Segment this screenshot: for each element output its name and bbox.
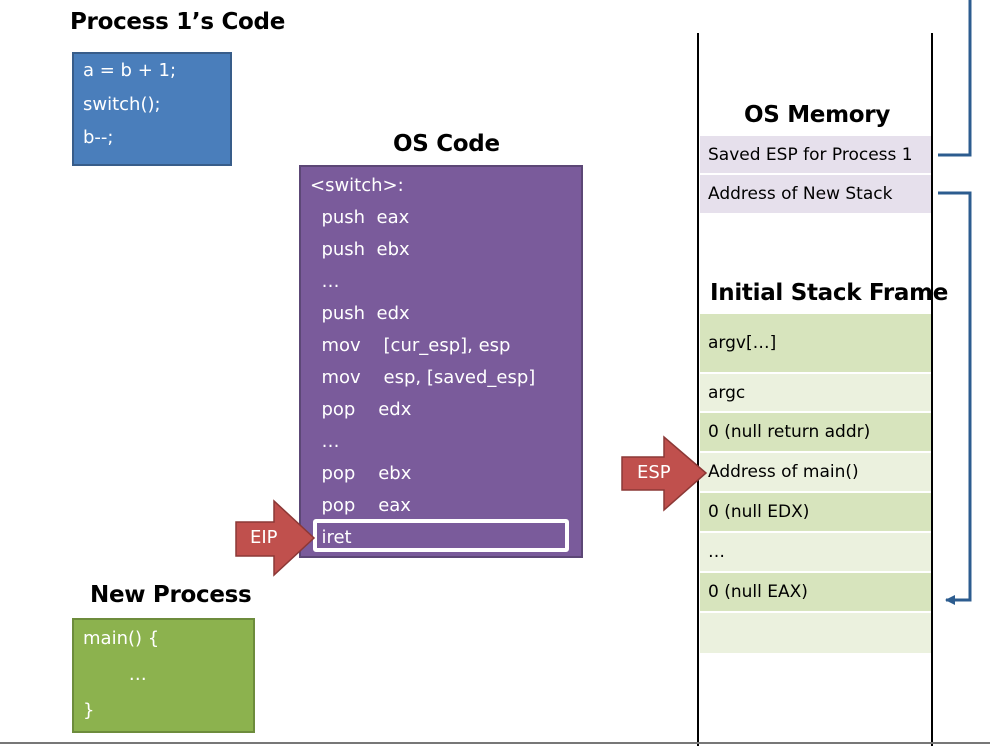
code-line: … <box>310 431 340 452</box>
new-stack-connector <box>938 191 972 605</box>
memory-row-saved-esp: Saved ESP for Process 1 <box>700 136 931 173</box>
code-line: main() { <box>83 628 160 649</box>
os-code-box: <switch>: push eax push ebx … push edx m… <box>299 165 583 558</box>
memory-row-label: Saved ESP for Process 1 <box>708 144 913 165</box>
saved-esp-connector <box>938 0 972 157</box>
code-line: mov [cur_esp], esp <box>310 335 511 356</box>
code-line: } <box>83 700 95 721</box>
stack-row-label: 0 (null return addr) <box>708 422 871 442</box>
memory-row-new-stack: Address of New Stack <box>700 175 931 213</box>
os-code-title: OS Code <box>393 131 500 157</box>
eip-pointer-arrow <box>235 499 316 577</box>
stack-row-label: argv[…] <box>708 333 777 353</box>
code-line: … <box>310 271 340 292</box>
stack-row-null-eax: 0 (null EAX) <box>700 573 931 611</box>
code-line: push eax <box>310 207 410 228</box>
new-process-title: New Process <box>90 582 252 608</box>
stack-row-label: argc <box>708 382 746 403</box>
code-line: pop edx <box>310 399 412 420</box>
process1-code-box: a = b + 1; switch(); b--; <box>72 52 232 166</box>
stack-frame-title: Initial Stack Frame <box>710 280 949 306</box>
code-line: b--; <box>83 127 114 148</box>
code-line: push edx <box>310 303 410 324</box>
esp-pointer-arrow <box>621 435 708 512</box>
stack-row-null-return: 0 (null return addr) <box>700 413 931 451</box>
code-line-iret: iret <box>310 527 352 548</box>
code-line: switch(); <box>83 94 161 115</box>
bottom-divider <box>0 742 990 744</box>
stack-row-main-address: Address of main() <box>700 453 931 491</box>
os-memory-title: OS Memory <box>744 102 891 128</box>
memory-left-border <box>697 33 699 746</box>
memory-right-border <box>931 33 933 746</box>
code-line: … <box>83 664 147 685</box>
stack-row-label: … <box>708 542 725 562</box>
stack-row-argv: argv[…] <box>700 314 931 372</box>
stack-row-label: 0 (null EDX) <box>708 502 810 522</box>
stack-row-empty <box>700 613 931 653</box>
code-line: a = b + 1; <box>83 60 177 81</box>
eip-label: EIP <box>250 527 278 548</box>
code-line: <switch>: <box>310 175 404 196</box>
new-process-code-box: main() { … } <box>72 618 255 733</box>
stack-row-argc: argc <box>700 374 931 411</box>
stack-row-ellipsis: … <box>700 533 931 571</box>
stack-row-label: Address of main() <box>708 462 859 482</box>
code-line: push ebx <box>310 239 410 260</box>
code-line: mov esp, [saved_esp] <box>310 367 536 388</box>
process1-title: Process 1’s Code <box>70 9 286 35</box>
stack-row-label: 0 (null EAX) <box>708 582 808 602</box>
stack-row-null-edx: 0 (null EDX) <box>700 493 931 531</box>
iret-highlight <box>313 519 569 552</box>
code-line: pop ebx <box>310 463 412 484</box>
esp-label: ESP <box>637 462 671 483</box>
memory-row-label: Address of New Stack <box>708 184 893 204</box>
code-line: pop eax <box>310 495 411 516</box>
